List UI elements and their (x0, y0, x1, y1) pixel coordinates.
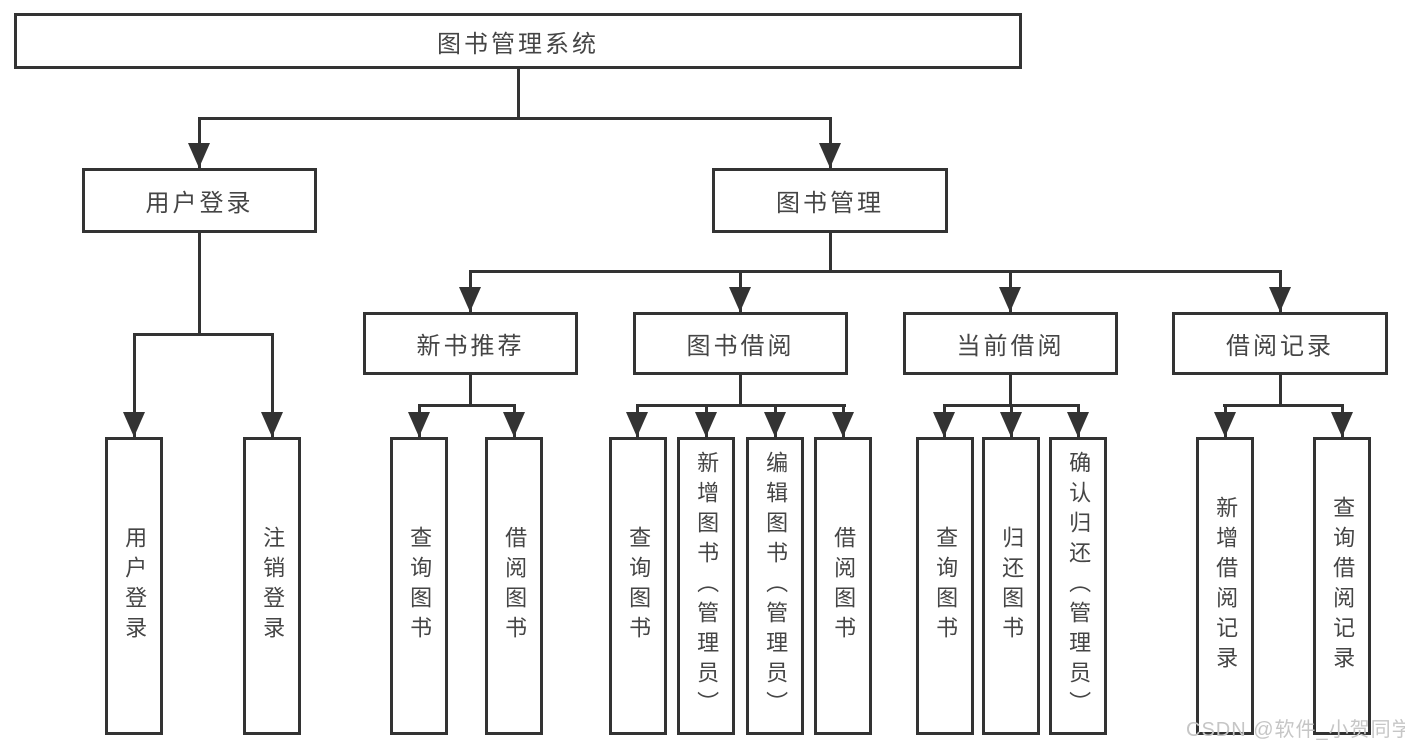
node-book-management-label: 图书管理 (776, 190, 884, 217)
connector-line (517, 69, 520, 119)
leaf-add-books-admin-label: 新增图书（管理员） (694, 451, 720, 721)
connector-line (829, 117, 832, 168)
node-user-login: 用户登录 (82, 168, 317, 233)
leaf-edit-books-admin-label: 编辑图书（管理员） (763, 451, 789, 721)
arrowhead-down-icon (819, 143, 841, 168)
leaf-query-borrow-record-label: 查询借阅记录 (1330, 496, 1356, 676)
leaf-user-login: 用户登录 (105, 437, 163, 735)
arrowhead-down-icon (1067, 412, 1089, 437)
leaf-borrow-books-label: 借阅图书 (831, 526, 857, 646)
connector-line (469, 375, 472, 406)
arrowhead-down-icon (729, 287, 751, 312)
leaf-query-borrow-record: 查询借阅记录 (1313, 437, 1371, 735)
leaf-edit-books-admin: 编辑图书（管理员） (746, 437, 804, 735)
node-new-book-recommend: 新书推荐 (363, 312, 578, 375)
node-borrow-records: 借阅记录 (1172, 312, 1388, 375)
arrowhead-down-icon (261, 412, 283, 437)
arrowhead-down-icon (188, 143, 210, 168)
arrowhead-down-icon (832, 412, 854, 437)
leaf-add-books-admin: 新增图书（管理员） (677, 437, 735, 735)
node-current-borrow: 当前借阅 (903, 312, 1118, 375)
leaf-borrow-books: 借阅图书 (814, 437, 872, 735)
leaf-query-books-borrow-label: 查询图书 (626, 526, 652, 646)
connector-line (739, 375, 742, 406)
node-book-management: 图书管理 (712, 168, 948, 233)
node-new-book-recommend-label: 新书推荐 (416, 333, 525, 360)
csdn-watermark: CSDN @软件_小贺同学 (1186, 719, 1405, 741)
leaf-add-borrow-record: 新增借阅记录 (1196, 437, 1254, 735)
leaf-confirm-return-admin: 确认归还（管理员） (1049, 437, 1107, 735)
leaf-query-books-current: 查询图书 (916, 437, 974, 735)
connector-line (198, 117, 832, 120)
connector-line (1009, 375, 1012, 406)
node-current-borrow-label: 当前借阅 (956, 333, 1065, 360)
arrowhead-down-icon (1269, 287, 1291, 312)
leaf-borrow-books-recommend: 借阅图书 (485, 437, 543, 735)
leaf-logout-label: 注销登录 (260, 526, 286, 646)
node-root-label: 图书管理系统 (437, 30, 599, 58)
connector-line (198, 233, 201, 333)
arrowhead-down-icon (999, 287, 1021, 312)
connector-line (829, 233, 832, 272)
connector-line (271, 333, 274, 437)
arrowhead-down-icon (626, 412, 648, 437)
leaf-borrow-books-recommend-label: 借阅图书 (502, 526, 528, 646)
leaf-query-books-recommend: 查询图书 (390, 437, 448, 735)
connector-line (1223, 404, 1344, 407)
arrowhead-down-icon (764, 412, 786, 437)
connector-line (133, 333, 274, 336)
connector-line (943, 404, 1080, 407)
node-book-borrow-label: 图书借阅 (686, 333, 795, 360)
leaf-query-books-recommend-label: 查询图书 (407, 526, 433, 646)
arrowhead-down-icon (459, 287, 481, 312)
leaf-logout: 注销登录 (243, 437, 301, 735)
leaf-query-books-current-label: 查询图书 (933, 526, 959, 646)
connector-line (1279, 375, 1282, 406)
node-root: 图书管理系统 (14, 13, 1022, 69)
arrowhead-down-icon (1214, 412, 1236, 437)
leaf-return-books: 归还图书 (982, 437, 1040, 735)
connector-line (469, 270, 1282, 273)
connector-line (133, 333, 136, 437)
node-user-login-label: 用户登录 (145, 190, 254, 217)
connector-line (198, 117, 201, 168)
leaf-confirm-return-admin-label: 确认归还（管理员） (1066, 451, 1092, 721)
arrowhead-down-icon (1331, 412, 1353, 437)
connector-line (636, 404, 846, 407)
arrowhead-down-icon (123, 412, 145, 437)
arrowhead-down-icon (408, 412, 430, 437)
leaf-user-login-label: 用户登录 (122, 526, 148, 646)
node-book-borrow: 图书借阅 (633, 312, 848, 375)
arrowhead-down-icon (933, 412, 955, 437)
leaf-query-books-borrow: 查询图书 (609, 437, 667, 735)
connector-line (418, 404, 516, 407)
leaf-add-borrow-record-label: 新增借阅记录 (1213, 496, 1239, 676)
arrowhead-down-icon (503, 412, 525, 437)
node-borrow-records-label: 借阅记录 (1226, 333, 1334, 360)
arrowhead-down-icon (1000, 412, 1022, 437)
arrowhead-down-icon (695, 412, 717, 437)
leaf-return-books-label: 归还图书 (999, 526, 1025, 646)
